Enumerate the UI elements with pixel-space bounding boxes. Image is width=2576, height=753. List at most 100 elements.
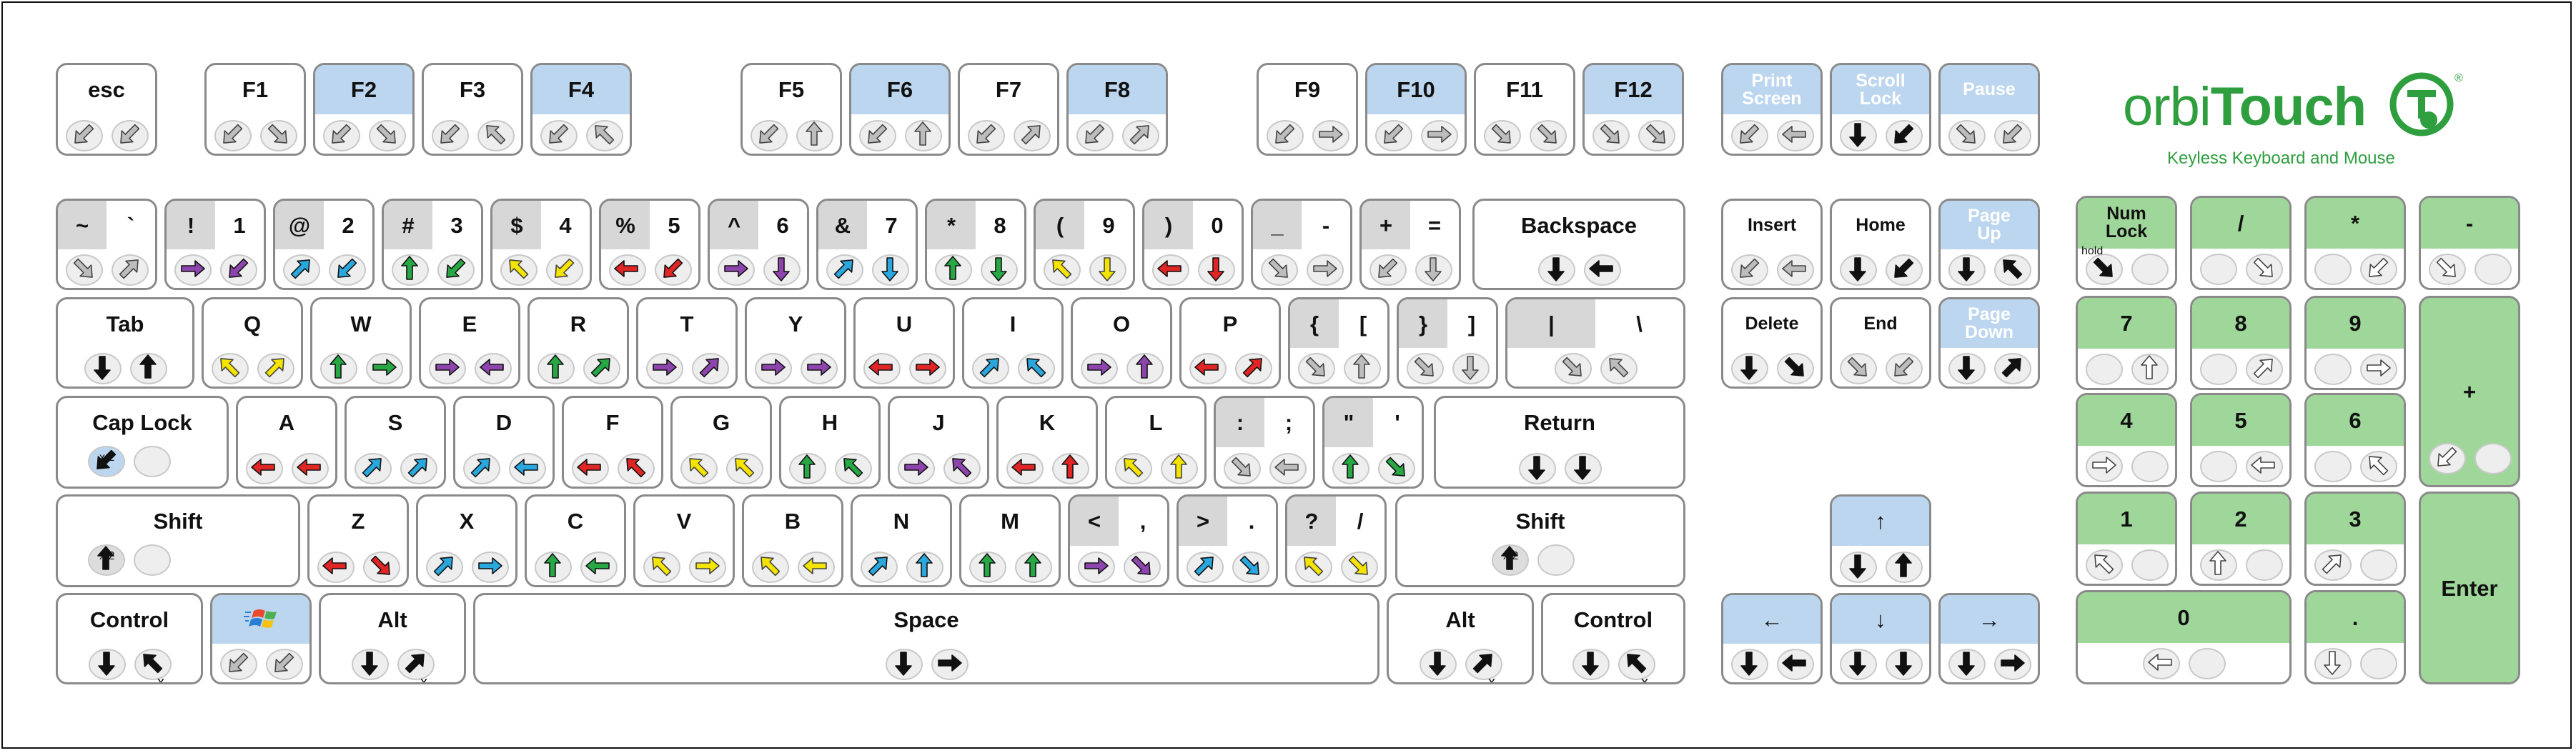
key-8[interactable]: *8 (925, 199, 1026, 290)
key-comma[interactable]: <, (1068, 494, 1169, 587)
key-c[interactable]: C (525, 494, 626, 587)
key-caps-lock[interactable]: Cap Lock x 2 (56, 396, 229, 489)
key-num-4[interactable]: 4 (2076, 393, 2177, 487)
key-num-lock[interactable]: Num Lock hold (2076, 196, 2177, 290)
key-s[interactable]: S (345, 396, 446, 489)
key-windows[interactable] (210, 593, 312, 684)
key-o[interactable]: O (1071, 297, 1172, 389)
key-space[interactable]: Space (473, 593, 1379, 684)
key-f6[interactable]: F6 (849, 63, 951, 156)
key-arrow-left[interactable]: ← (1721, 593, 1823, 684)
key-scroll-lock[interactable]: Scroll Lock (1830, 63, 1931, 156)
key-v[interactable]: V (633, 494, 735, 587)
key-1[interactable]: !1 (164, 199, 266, 290)
key-num-slash[interactable]: / (2190, 196, 2292, 290)
key-end[interactable]: End (1830, 297, 1931, 389)
key-j[interactable]: J (888, 396, 989, 489)
key-shift-left[interactable]: Shift x 2 (56, 494, 300, 587)
key-arrow-down[interactable]: ↓ (1830, 593, 1931, 684)
key-minus[interactable]: _- (1251, 199, 1352, 290)
key-period[interactable]: >. (1176, 494, 1278, 587)
key-page-down[interactable]: Page Down (1938, 297, 2040, 389)
key-f7[interactable]: F7 (958, 63, 1059, 156)
key-page-up[interactable]: Page Up (1938, 199, 2040, 290)
key-5[interactable]: %5 (599, 199, 700, 290)
key-num-dot[interactable]: . (2304, 590, 2406, 684)
key-pause[interactable]: Pause (1938, 63, 2040, 156)
key-9[interactable]: (9 (1034, 199, 1135, 290)
key-z[interactable]: Z (307, 494, 409, 587)
key-l[interactable]: L (1105, 396, 1207, 489)
key-b[interactable]: B (742, 494, 843, 587)
key-colon[interactable]: :; (1214, 396, 1315, 489)
key-delete[interactable]: Delete (1721, 297, 1823, 389)
key-q[interactable]: Q (202, 297, 303, 389)
key-num-minus[interactable]: - (2419, 196, 2520, 290)
key-return[interactable]: Return (1434, 396, 1685, 489)
key-f8[interactable]: F8 (1066, 63, 1168, 156)
key-tab[interactable]: Tab (56, 297, 194, 389)
key-arrow-up[interactable]: ↑ (1830, 494, 1931, 587)
key-h[interactable]: H (779, 396, 881, 489)
key-w[interactable]: W (310, 297, 412, 389)
key-f3[interactable]: F3 (422, 63, 523, 156)
key-m[interactable]: M (959, 494, 1061, 587)
key-g[interactable]: G (670, 396, 772, 489)
key-6[interactable]: ^6 (708, 199, 809, 290)
key-y[interactable]: Y (745, 297, 846, 389)
key-num-3[interactable]: 3 (2304, 492, 2406, 586)
key-7[interactable]: &7 (816, 199, 918, 290)
key-f5[interactable]: F5 (740, 63, 842, 156)
key-f11[interactable]: F11 (1474, 63, 1575, 156)
key-u[interactable]: U (853, 297, 955, 389)
key-insert[interactable]: Insert (1721, 199, 1823, 290)
key-num-enter[interactable]: Enter (2419, 492, 2520, 684)
key-x[interactable]: X (416, 494, 517, 587)
key-num-7[interactable]: 7 (2076, 296, 2177, 390)
key-num-5[interactable]: 5 (2190, 393, 2292, 487)
key-num-6[interactable]: 6 (2304, 393, 2406, 487)
key-rbrace[interactable]: }] (1397, 297, 1498, 389)
key-slash[interactable]: ?/ (1285, 494, 1387, 587)
key-num-9[interactable]: 9 (2304, 296, 2406, 390)
key-a[interactable]: A (236, 396, 337, 489)
key-control-left[interactable]: Control x 2 (56, 593, 203, 684)
key-backspace[interactable]: Backspace (1472, 199, 1685, 290)
key-2[interactable]: @2 (273, 199, 375, 290)
key-e[interactable]: E (419, 297, 520, 389)
key-n[interactable]: N (851, 494, 952, 587)
key-num-0[interactable]: 0 (2076, 590, 2292, 684)
key-home[interactable]: Home (1830, 199, 1931, 290)
key-tilde[interactable]: ~` (56, 199, 157, 290)
key-f12[interactable]: F12 (1582, 63, 1684, 156)
key-alt-right[interactable]: Alt x 2 (1387, 593, 1534, 684)
key-control-right[interactable]: Control x 2 (1541, 593, 1685, 684)
key-k[interactable]: K (996, 396, 1098, 489)
key-esc[interactable]: esc (56, 63, 157, 156)
key-equals[interactable]: += (1359, 199, 1461, 290)
key-shift-right[interactable]: Shift x 2 (1395, 494, 1685, 587)
key-num-1[interactable]: 1 (2076, 492, 2177, 586)
key-f9[interactable]: F9 (1257, 63, 1358, 156)
key-3[interactable]: #3 (382, 199, 483, 290)
key-num-plus[interactable]: + (2419, 296, 2520, 487)
key-0[interactable]: )0 (1142, 199, 1244, 290)
key-f1[interactable]: F1 (204, 63, 306, 156)
key-pipe[interactable]: |\ (1505, 297, 1685, 389)
key-p[interactable]: P (1179, 297, 1281, 389)
key-arrow-right[interactable]: → (1938, 593, 2040, 684)
key-f2[interactable]: F2 (313, 63, 415, 156)
key-alt-left[interactable]: Alt x 2 (319, 593, 466, 684)
key-4[interactable]: $4 (490, 199, 592, 290)
key-i[interactable]: I (962, 297, 1064, 389)
key-num-8[interactable]: 8 (2190, 296, 2292, 390)
key-f[interactable]: F (562, 396, 663, 489)
key-print-screen[interactable]: Print Screen (1721, 63, 1823, 156)
key-r[interactable]: R (527, 297, 629, 389)
key-f4[interactable]: F4 (530, 63, 632, 156)
key-quote[interactable]: "' (1322, 396, 1424, 489)
key-lbrace[interactable]: {[ (1288, 297, 1389, 389)
key-num-2[interactable]: 2 (2190, 492, 2292, 586)
key-f10[interactable]: F10 (1365, 63, 1467, 156)
key-num-star[interactable]: * (2304, 196, 2406, 290)
